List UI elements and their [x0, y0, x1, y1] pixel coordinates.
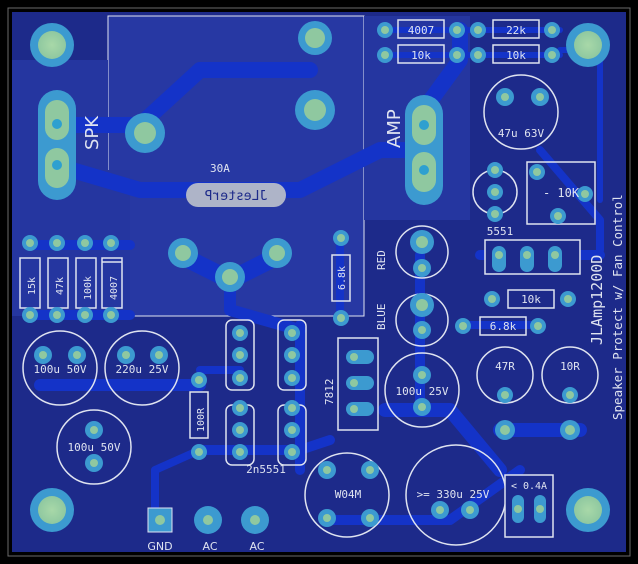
mosfet-pads — [484, 239, 581, 275]
label-c47u: 47u 63V — [498, 127, 545, 140]
label-r100r: 100R — [196, 407, 207, 432]
label-logo: JLesterP — [205, 189, 268, 204]
led-pads — [410, 230, 434, 339]
label-r47k: 47k — [55, 277, 66, 295]
label-amp: AMP — [384, 109, 405, 148]
label-pot-10k: - 10K — [543, 186, 580, 200]
capacitors — [22, 74, 599, 546]
label-conn-ac1: AC — [202, 540, 217, 553]
label-c100u-25v: 100u 25V — [396, 385, 449, 398]
top-components — [377, 19, 560, 64]
label-reg7812: 7812 — [323, 379, 336, 406]
resistor-100r — [189, 372, 209, 460]
mounting-holes — [30, 23, 610, 532]
ic5551-and-pot — [472, 161, 596, 225]
label-led-red: RED — [375, 250, 388, 270]
power-resistor-pads — [495, 387, 580, 440]
bottom-connector-pads — [147, 506, 269, 534]
label-c220u-25v: 220u 25V — [116, 363, 169, 376]
label-r10k-top: 10k — [411, 49, 431, 62]
label-ic5551: 5551 — [487, 225, 514, 238]
relay-pads — [125, 21, 335, 292]
silkscreen-labels: SPK AMP 30A JLesterP 15k 47k 100k 4007 4… — [27, 24, 625, 553]
bridge-pads — [318, 461, 379, 527]
spk-connector — [38, 90, 76, 200]
label-c100u-50v-b: 100u 50V — [68, 441, 121, 454]
label-r6k8-vert: 6.8k — [337, 266, 348, 290]
label-c330u: >= 330u 25V — [417, 488, 490, 501]
regulator-7812 — [337, 337, 379, 431]
label-relay-rating: 30A — [210, 162, 230, 175]
label-d4007-top: 4007 — [408, 24, 435, 37]
label-fuse: < 0.4A — [511, 481, 547, 492]
label-r10r: 10R — [560, 360, 580, 373]
label-r47r: 47R — [495, 360, 515, 373]
label-r100k: 100k — [83, 276, 94, 300]
label-r10k-mid: 10k — [521, 293, 541, 306]
logo-pill — [186, 183, 286, 207]
mid-resistors — [455, 289, 576, 336]
label-conn-ac2: AC — [249, 540, 264, 553]
label-c100u-50v-a: 100u 50V — [34, 363, 87, 376]
label-q2n5551: 2n5551 — [246, 463, 286, 476]
label-bridge: W04M — [335, 488, 362, 501]
amp-connector — [405, 95, 443, 205]
label-led-blue: BLUE — [375, 304, 388, 331]
label-conn-gnd: GND — [147, 540, 172, 553]
resistor-6k8-vertical — [331, 230, 351, 326]
label-d4007-left: 4007 — [109, 276, 120, 300]
left-resistor-pads — [22, 235, 119, 323]
label-spk: SPK — [82, 115, 103, 150]
label-board-subtitle: Speaker Protect w/ Fan Control — [610, 194, 625, 420]
capacitor-pads — [34, 88, 549, 519]
label-r22k: 22k — [506, 24, 526, 37]
label-r10k-top2: 10k — [506, 49, 526, 62]
label-r15k: 15k — [27, 277, 38, 295]
fuse — [504, 474, 554, 538]
label-r6k8-mid: 6.8k — [490, 320, 517, 333]
label-board-title: JLAmp1200D — [588, 255, 606, 345]
transistor-blocks — [225, 319, 307, 466]
